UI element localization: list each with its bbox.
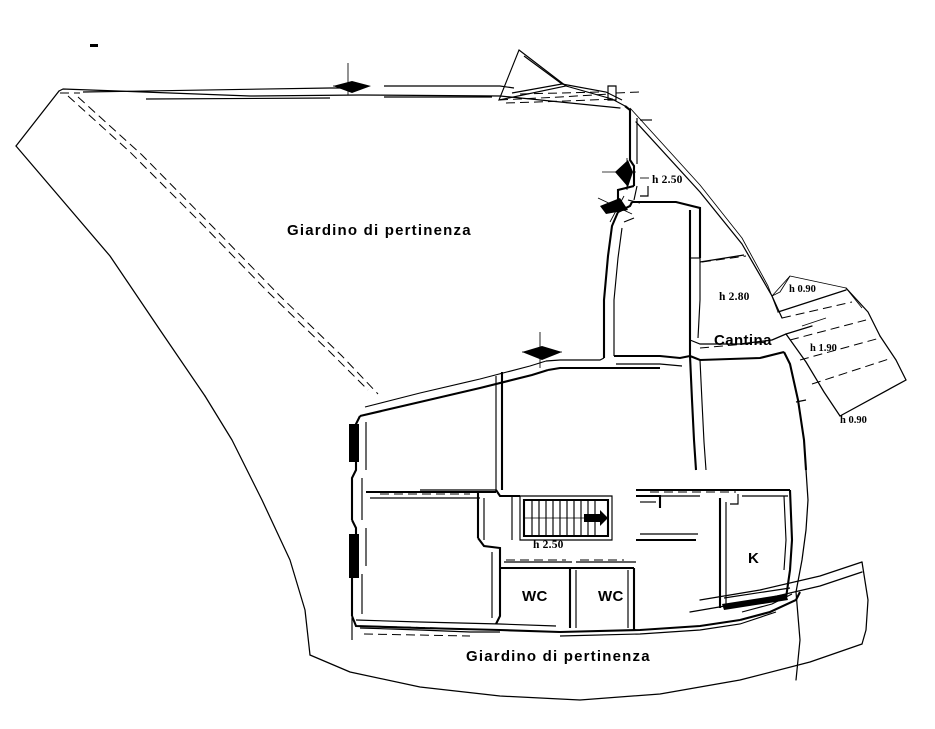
room-label-cantina: Cantina [714, 332, 772, 349]
middle-room-walls [636, 488, 740, 608]
southwest-porch [351, 618, 500, 640]
canopy-structure [498, 49, 626, 107]
room-label-wc-right: WC [598, 588, 624, 605]
property-boundary [15, 88, 863, 701]
height-label-cantina: h 2.80 [719, 291, 750, 303]
inner-court-walls [602, 201, 707, 471]
height-label-band-top: h 0.90 [789, 284, 816, 295]
height-label-band-mid: h 1.90 [810, 343, 837, 354]
east-height-bands [771, 275, 907, 417]
terrace-edge-fill [722, 594, 788, 610]
garden-label-north: Giardino di pertinenza [287, 222, 472, 239]
wc-walls [500, 559, 636, 630]
height-label-stair: h 2.50 [533, 539, 564, 551]
east-lower-wall [783, 351, 809, 593]
south-terrace [559, 561, 869, 681]
cantina-roof-slope [629, 107, 783, 319]
registration-tick [90, 44, 98, 47]
driveway-path [67, 95, 379, 395]
door-swing-icon-north [333, 63, 371, 95]
cantina-walls [632, 200, 785, 362]
room-label-kitchen: K [748, 550, 759, 567]
height-label-entry: h 2.50 [652, 174, 683, 186]
garden-label-south: Giardino di pertinenza [466, 648, 651, 665]
height-label-band-bottom: h 0.90 [840, 415, 867, 426]
central-hall-walls [420, 372, 520, 498]
door-swing-icon-entry-upper [602, 158, 636, 190]
window-west-upper [349, 424, 359, 462]
window-west-lower [349, 534, 359, 578]
door-swing-icon-hall [522, 332, 562, 368]
stair-direction-arrow [584, 510, 608, 526]
left-room-walls [366, 490, 502, 625]
main-building-outline [349, 357, 801, 634]
staircase [511, 495, 613, 541]
room-label-wc-left: WC [522, 588, 548, 605]
